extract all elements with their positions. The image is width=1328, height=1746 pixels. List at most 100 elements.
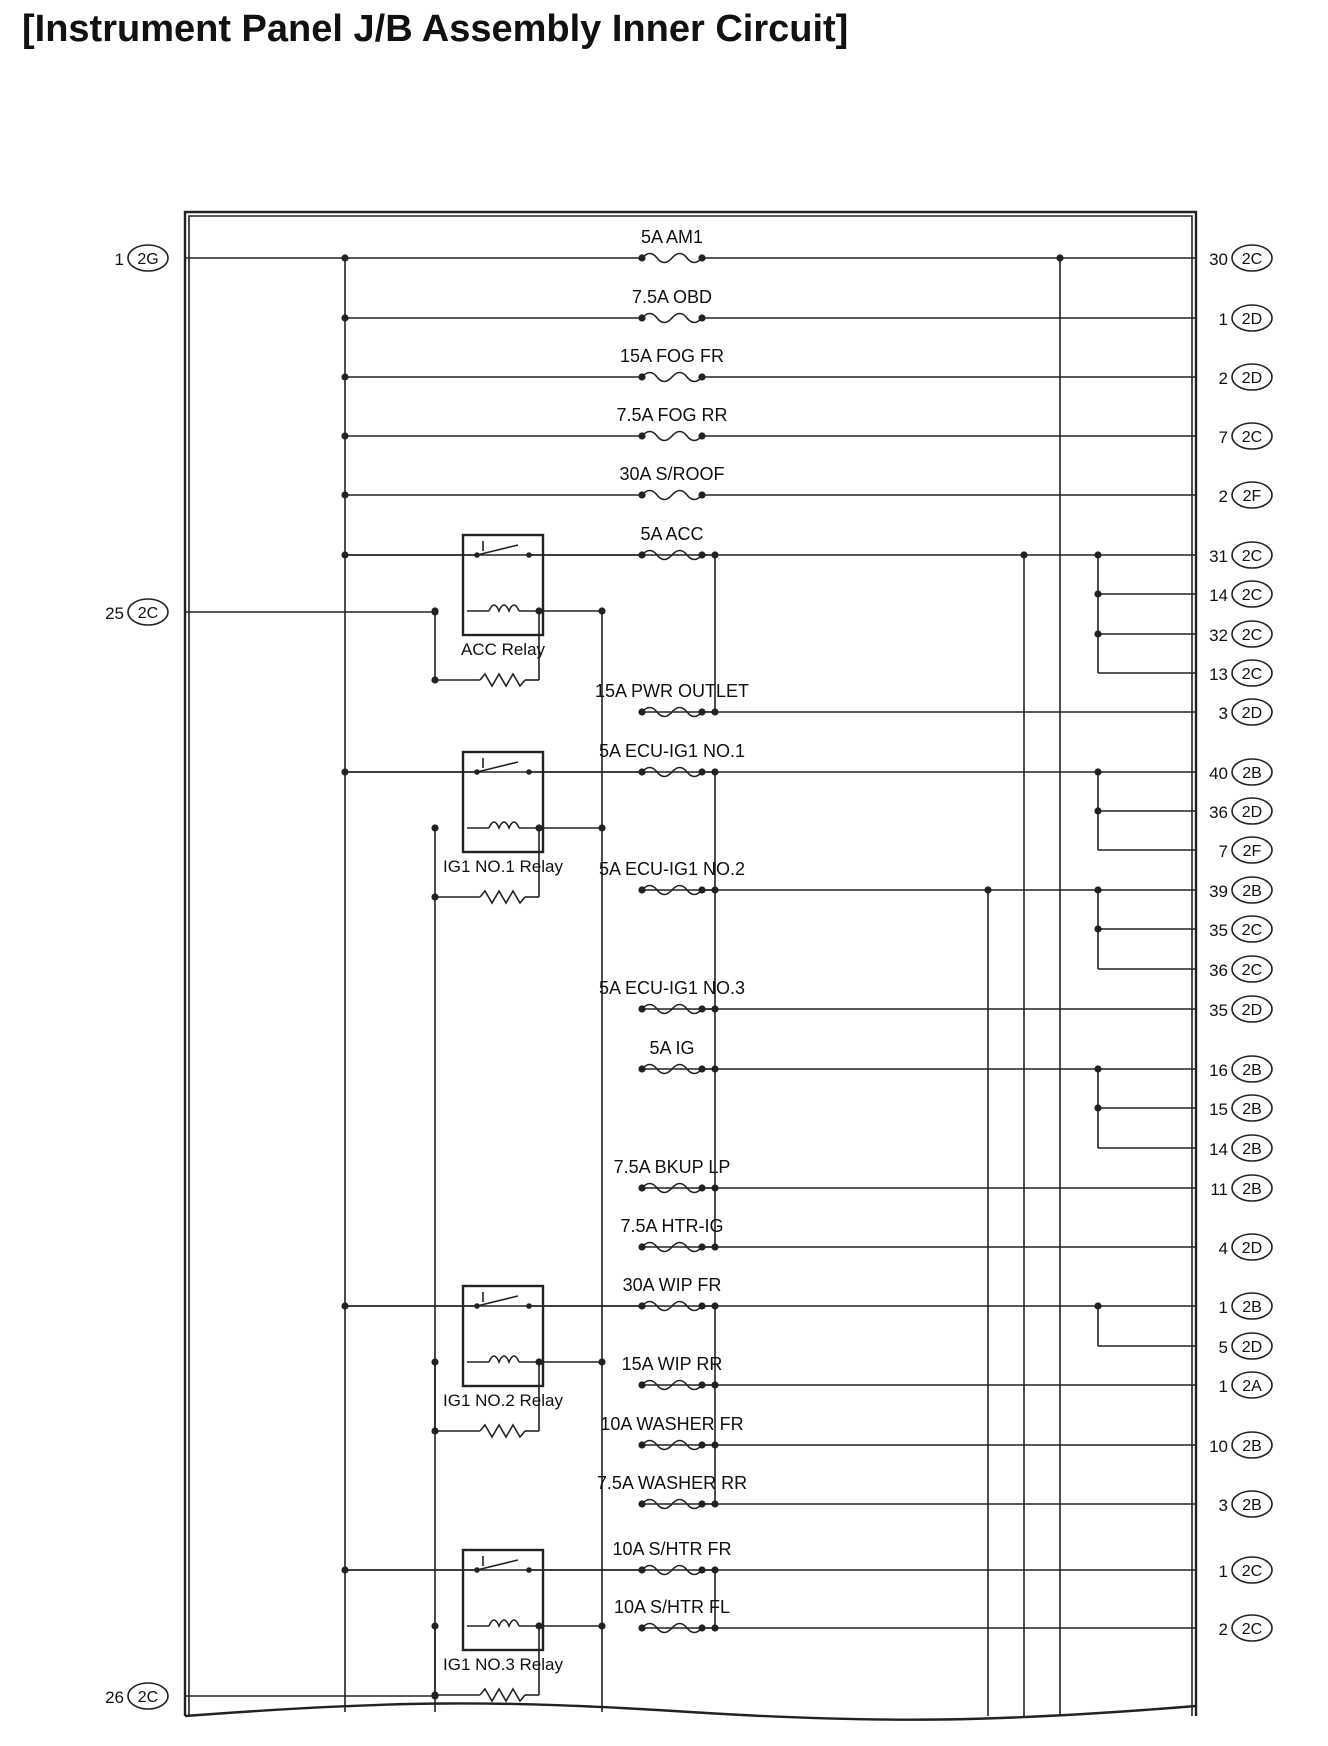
junction-dot: [431, 824, 439, 832]
fuse-label: 5A ECU-IG1 NO.3: [599, 978, 745, 998]
connector-id: 2C: [1242, 587, 1262, 604]
connector-id: 2C: [1242, 666, 1262, 683]
relay-label: ACC Relay: [461, 640, 546, 659]
junction-dot: [431, 1427, 439, 1435]
junction-dot: [341, 768, 349, 776]
connector-id: 2G: [137, 251, 158, 268]
connector-id: 2B: [1242, 1438, 1262, 1455]
junction-dot: [638, 768, 646, 776]
junction-dot: [698, 1381, 706, 1389]
fuse-symbol: [641, 1379, 703, 1391]
fuse-symbol: [641, 1564, 703, 1576]
connector-id: 2B: [1242, 1101, 1262, 1118]
pin-number: 11: [1210, 1180, 1228, 1199]
pin-number: 1: [1219, 1377, 1228, 1396]
pin-number: 39: [1209, 882, 1228, 901]
fuse-label: 7.5A HTR-IG: [620, 1216, 723, 1236]
fuse-symbol: [641, 1498, 703, 1510]
junction-dot: [638, 254, 646, 262]
pin-number: 13: [1209, 665, 1228, 684]
fuse-symbol: [641, 1063, 703, 1075]
junction-dots: [341, 254, 1102, 1700]
pin-number: 3: [1219, 704, 1228, 723]
connector-id: 2C: [1242, 548, 1262, 565]
connector-id: 2D: [1242, 705, 1262, 722]
junction-dot: [698, 373, 706, 381]
fuse-label: 15A FOG FR: [620, 346, 724, 366]
connector-badge: [1231, 836, 1273, 864]
junction-dot: [698, 254, 706, 262]
junction-dot: [1094, 925, 1102, 933]
connector-badge: [1231, 304, 1273, 332]
junction-dot: [638, 1441, 646, 1449]
connector-id: 2B: [1242, 1497, 1262, 1514]
connector-id: 2C: [1242, 1621, 1262, 1638]
relay-resistor: [479, 1687, 526, 1703]
connector-badge: [1231, 876, 1273, 904]
connector-id: 2D: [1242, 1002, 1262, 1019]
connector-badge: [1231, 1292, 1273, 1320]
connector-badge: [1231, 541, 1273, 569]
pin-number: 2: [1219, 369, 1228, 388]
fuse-label: 5A IG: [649, 1038, 694, 1058]
pin-number: 14: [1209, 1140, 1228, 1159]
relay-contact: [526, 769, 532, 775]
junction-dot: [1094, 1302, 1102, 1310]
junction-dot: [711, 1302, 719, 1310]
junction-dot: [698, 1065, 706, 1073]
fuse-label: 5A ECU-IG1 NO.1: [599, 741, 745, 761]
connector-badge: [1231, 363, 1273, 391]
fuse-label: 5A ACC: [640, 524, 703, 544]
connector-id: 2A: [1242, 1378, 1262, 1395]
junction-dot: [535, 824, 543, 832]
junction-dot: [698, 1624, 706, 1632]
connector-id: 2B: [1242, 883, 1262, 900]
junction-dot: [1094, 590, 1102, 598]
junction-dot: [711, 1065, 719, 1073]
connector-badge: [1231, 758, 1273, 786]
junction-dot: [341, 551, 349, 559]
pin-number: 10: [1209, 1437, 1228, 1456]
junction-dot: [698, 1302, 706, 1310]
connector-badge: [1231, 1556, 1273, 1584]
fuse-symbol: [641, 1182, 703, 1194]
junction-dot: [431, 608, 439, 616]
connector-id: 2B: [1242, 1299, 1262, 1316]
pin-number: 35: [1209, 1001, 1228, 1020]
jb-outline: [183, 210, 1198, 1716]
fuse-label: 30A WIP FR: [623, 1275, 722, 1295]
connector-id: 2D: [1242, 804, 1262, 821]
connector-id: 2C: [138, 605, 158, 622]
junction-dot: [1056, 254, 1064, 262]
junction-dot: [638, 551, 646, 559]
junction-dot: [341, 314, 349, 322]
junction-dot: [431, 676, 439, 684]
connector-id: 2D: [1242, 1240, 1262, 1257]
junction-dot: [698, 1243, 706, 1251]
connector-badge: [1231, 1371, 1273, 1399]
junction-dot: [711, 1381, 719, 1389]
junction-dot: [984, 886, 992, 894]
fuse-label: 7.5A FOG RR: [616, 405, 727, 425]
relay-label: IG1 NO.3 Relay: [443, 1655, 563, 1674]
fuse-symbol: [641, 252, 703, 264]
relay-label: IG1 NO.2 Relay: [443, 1391, 563, 1410]
junction-dot: [698, 1500, 706, 1508]
pin-number: 36: [1209, 803, 1228, 822]
junction-dot: [535, 607, 543, 615]
junction-dot: [711, 1005, 719, 1013]
junction-dot: [638, 886, 646, 894]
junction-dot: [711, 1566, 719, 1574]
connector-badge: [1231, 698, 1273, 726]
junction-dot: [638, 491, 646, 499]
relay-box: [461, 533, 545, 637]
junction-dot: [711, 1500, 719, 1508]
connector-badge: [127, 1682, 169, 1710]
fuse-label: 5A ECU-IG1 NO.2: [599, 859, 745, 879]
connector-badge: [1231, 1233, 1273, 1261]
pin-number: 15: [1209, 1100, 1228, 1119]
junction-dot: [1094, 886, 1102, 894]
junction-dot: [698, 432, 706, 440]
